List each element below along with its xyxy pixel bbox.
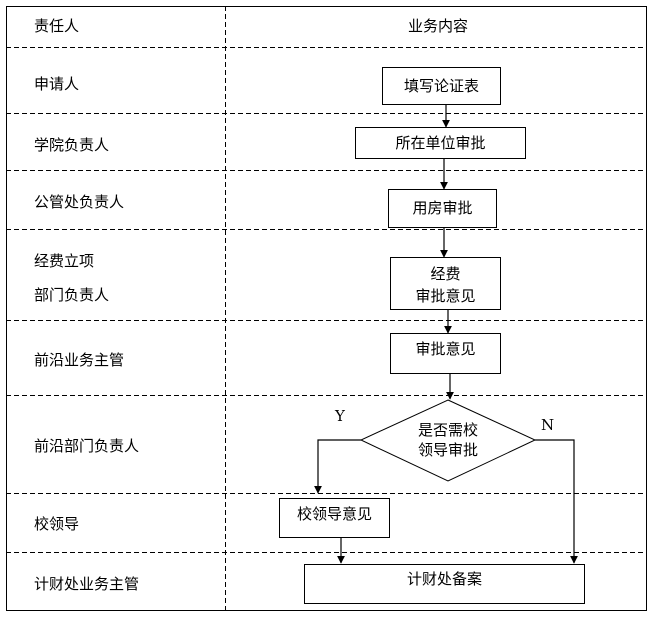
row-dividers — [6, 47, 647, 553]
header-role-column: 责任人 — [34, 17, 80, 35]
node-housing-approval: 用房审批 — [388, 189, 497, 228]
role-frontier-supervisor: 前沿业务主管 — [34, 351, 125, 369]
branch-yes-label: Y — [335, 407, 345, 425]
node-leader-opinion: 校领导意见 — [279, 498, 390, 538]
role-college-head: 学院负责人 — [34, 136, 110, 154]
role-school-leader: 校领导 — [34, 515, 80, 533]
role-frontier-dept-head: 前沿部门负责人 — [34, 437, 140, 455]
role-applicant: 申请人 — [34, 75, 80, 93]
arrow-no-branch — [535, 439, 578, 564]
node-fund-opinion: 经费 审批意见 — [390, 257, 501, 310]
node-fill-form: 填写论证表 — [382, 67, 501, 105]
role-fund-dept-line2: 部门负责人 — [34, 286, 110, 304]
branch-no-label: N — [541, 416, 555, 434]
header-content-column: 业务内容 — [408, 17, 469, 35]
table-frame — [6, 6, 647, 611]
node-finance-record: 计财处备案 — [304, 564, 585, 604]
decision-label: 是否需校 领导审批 — [417, 421, 478, 459]
role-fund-dept-line1: 经费立项 — [34, 252, 95, 270]
node-unit-approval: 所在单位审批 — [355, 127, 526, 159]
role-finance-supervisor: 计财处业务主管 — [34, 575, 140, 593]
role-public-affairs-head: 公管处负责人 — [34, 193, 125, 211]
decision-diamond — [359, 399, 537, 482]
node-frontier-opinion: 审批意见 — [390, 333, 501, 374]
arrow-yes-branch — [314, 439, 361, 494]
